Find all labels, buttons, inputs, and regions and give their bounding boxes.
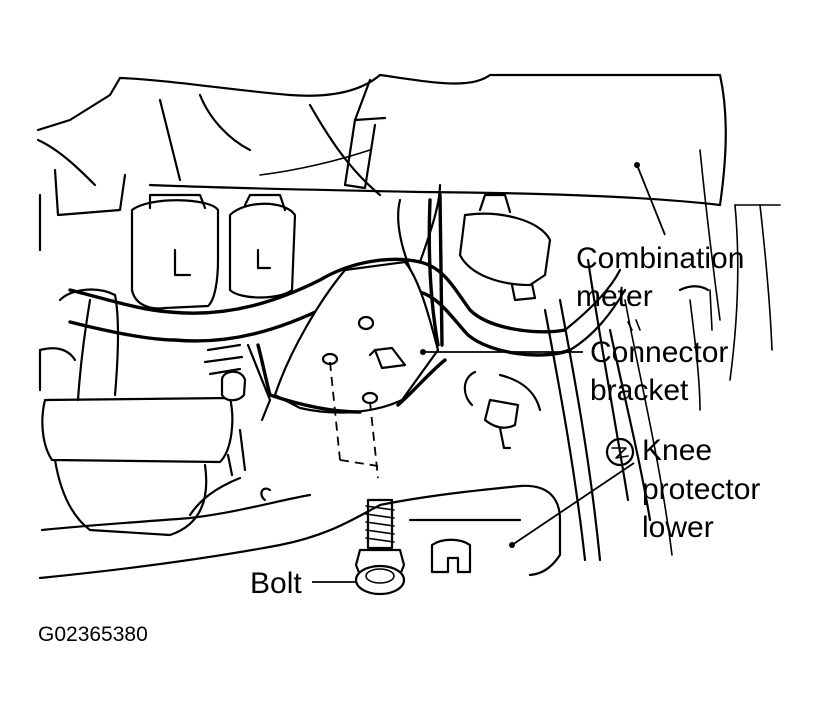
knee-protector-label-line-1: Knee xyxy=(642,434,712,467)
connector-bracket-label: Connector bracket xyxy=(590,336,728,407)
figure-id: G02365380 xyxy=(38,623,148,646)
knee-protector-label-line-3: lower xyxy=(642,511,714,544)
knee-protector-lower-label: Knee protector lower xyxy=(642,434,760,544)
bolt xyxy=(354,498,406,596)
connector-bracket-label-line-1: Connector xyxy=(590,336,728,369)
combination-meter-label: Combination meter xyxy=(576,242,744,313)
combination-meter-label-line-1: Combination xyxy=(576,242,744,275)
bolt-label: Bolt xyxy=(250,567,302,600)
knee-protector-label-line-2: protector xyxy=(642,473,760,506)
combination-meter-label-line-2: meter xyxy=(576,280,653,313)
connector-bracket-label-line-2: bracket xyxy=(590,374,689,407)
leader-lines xyxy=(312,162,666,583)
line-art xyxy=(36,73,781,596)
